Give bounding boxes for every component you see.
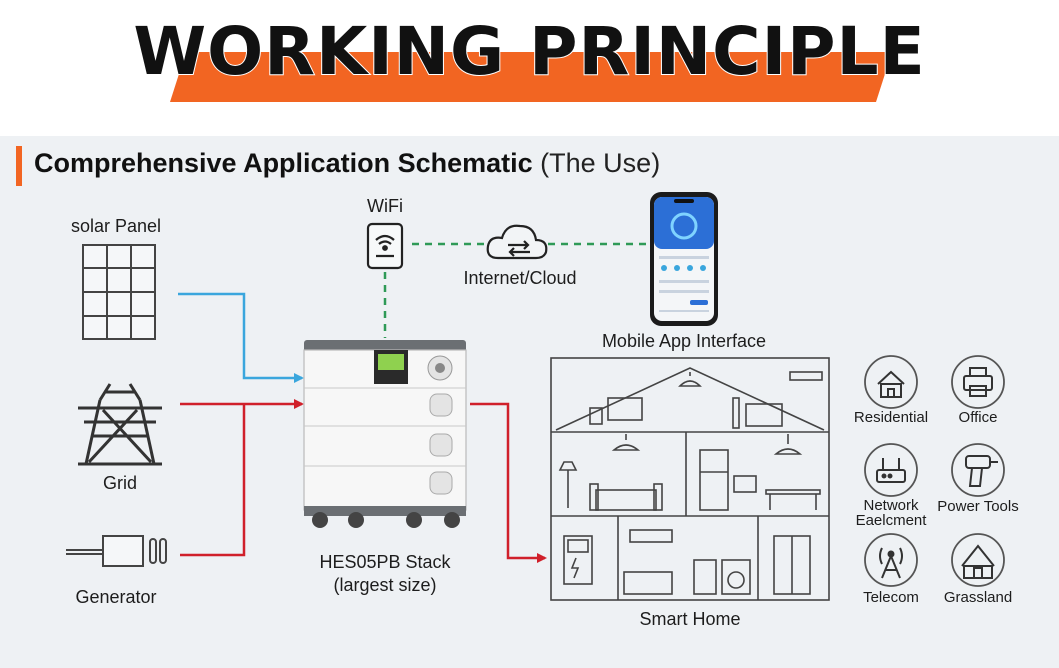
generator-icon — [66, 535, 167, 567]
generator-ac-line — [180, 404, 246, 557]
section-subtitle: (The Use) — [540, 148, 661, 178]
solar-dc-line — [178, 292, 304, 383]
house-icon — [864, 355, 918, 409]
application-label-telecom: Telecom — [863, 589, 919, 606]
cloud-icon — [486, 224, 548, 260]
grid-tower-icon — [78, 383, 162, 466]
application-label-office: Office — [958, 409, 998, 426]
solar-panel-label: solar Panel — [70, 216, 162, 236]
application-label-grassland: Grassland — [943, 589, 1013, 606]
section-title-text: Comprehensive Application Schematic — [34, 148, 533, 178]
yurt-icon — [951, 533, 1005, 587]
solar-panel-icon — [82, 244, 156, 340]
application-label-network: Network Eaelcment — [855, 497, 927, 529]
drill-icon — [951, 443, 1005, 497]
printer-icon — [951, 355, 1005, 409]
generator-label: Generator — [75, 587, 157, 607]
stack-label-line1: HES05PB Stack — [319, 552, 451, 572]
wifi-router-icon — [366, 222, 404, 270]
stack-label-line2: (largest size) — [333, 575, 437, 595]
smartphone-icon — [650, 192, 718, 326]
grid-label: Grid — [102, 473, 137, 493]
stack-home-line — [470, 402, 547, 563]
section-accent-bar — [16, 146, 22, 186]
title-banner — [170, 52, 892, 102]
page-title: WORKING PRINCIPLE — [132, 12, 926, 91]
smart-home-icon — [550, 357, 830, 601]
section-title: Comprehensive Application Schematic (The… — [34, 148, 660, 179]
cloud-label: Internet/Cloud — [463, 268, 577, 288]
battery-stack-icon — [303, 340, 467, 528]
smart-home-label: Smart Home — [639, 609, 741, 629]
schematic-panel — [0, 136, 1059, 668]
router-icon — [864, 443, 918, 497]
mobile-app-label: Mobile App Interface — [601, 331, 767, 351]
wifi-label: WiFi — [367, 196, 403, 216]
application-label-power-tools: Power Tools — [937, 498, 1019, 515]
antenna-icon — [864, 533, 918, 587]
application-label-residential: Residential — [853, 409, 929, 426]
